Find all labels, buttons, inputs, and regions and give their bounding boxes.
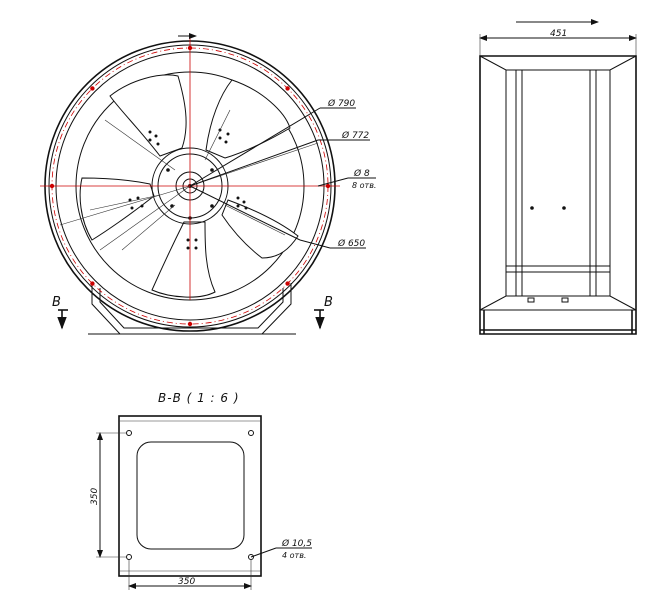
dimension-772: Ø 772: [341, 130, 369, 141]
dimension-650: Ø 650: [337, 238, 365, 249]
dimension-width-350: 350: [178, 577, 195, 587]
svg-text:В: В: [52, 295, 61, 310]
hole-count: 4 отв.: [282, 551, 306, 560]
dimension-8: Ø 8: [353, 168, 370, 179]
section-marker-right: В: [314, 295, 333, 330]
dimension-451: 451: [550, 29, 567, 39]
front-view: Ø 790 Ø 772 Ø 8 8 отв. Ø 650 В В: [40, 33, 376, 335]
holes-count-8: 8 отв.: [352, 181, 376, 190]
dimension-leaders: [189, 107, 376, 249]
hole-dimension: Ø 10,5: [281, 538, 312, 549]
side-view: 451: [479, 19, 637, 335]
section-title: В-В ( 1 : 6 ): [158, 391, 240, 405]
dimension-790: Ø 790: [327, 98, 355, 109]
section-marker-left: В: [52, 295, 68, 330]
dimension-height-350: 350: [90, 488, 100, 505]
section-opening: [136, 441, 245, 550]
svg-text:В: В: [324, 295, 333, 310]
section-view: В-В ( 1 : 6 ) 350 350 Ø 10,5 4 отв.: [90, 391, 312, 590]
